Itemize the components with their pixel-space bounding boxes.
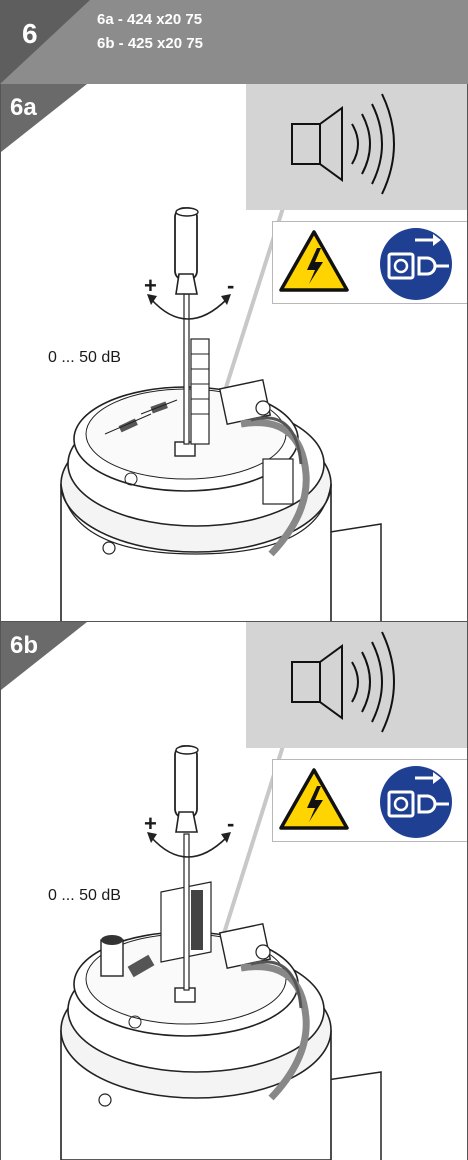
step-header: 6 6a - 424 x20 75 6b - 425 x20 75 (0, 0, 468, 84)
safety-signs-box (272, 221, 467, 304)
speaker-sound-icon (291, 631, 395, 733)
level-range-label: 0 ... 50 dB (48, 349, 121, 366)
sounder-base-illustration-variant (60, 745, 382, 1160)
safety-signs-box (272, 759, 467, 842)
disconnect-mains-plug-icon (380, 766, 452, 838)
panel-6a-label: 6a (10, 94, 37, 121)
step-header-corner (0, 0, 90, 84)
article-ref-b: 6b - 425 x20 75 (97, 35, 203, 52)
decrease-symbol: - (227, 273, 235, 298)
high-voltage-warning-icon (279, 768, 349, 830)
panel-6a: 6a + - 0 ... 50 dB (0, 84, 468, 622)
level-range-label: 0 ... 50 dB (48, 887, 121, 904)
sound-info-box (246, 84, 467, 210)
increase-symbol: + (144, 811, 157, 836)
increase-symbol: + (144, 273, 157, 298)
disconnect-mains-plug-icon (380, 228, 452, 300)
article-ref-a: 6a - 424 x20 75 (97, 11, 203, 28)
speaker-sound-icon (291, 93, 395, 195)
high-voltage-warning-icon (279, 230, 349, 292)
sound-info-box (246, 622, 467, 748)
step-number: 6 (22, 18, 38, 49)
panel-6b: 6b + - 0 ... 50 dB (0, 622, 468, 1160)
decrease-symbol: - (227, 811, 235, 836)
step-article-refs: 6a - 424 x20 75 6b - 425 x20 75 (97, 8, 203, 56)
panel-6b-label: 6b (10, 632, 39, 659)
sounder-base-illustration (60, 207, 382, 621)
